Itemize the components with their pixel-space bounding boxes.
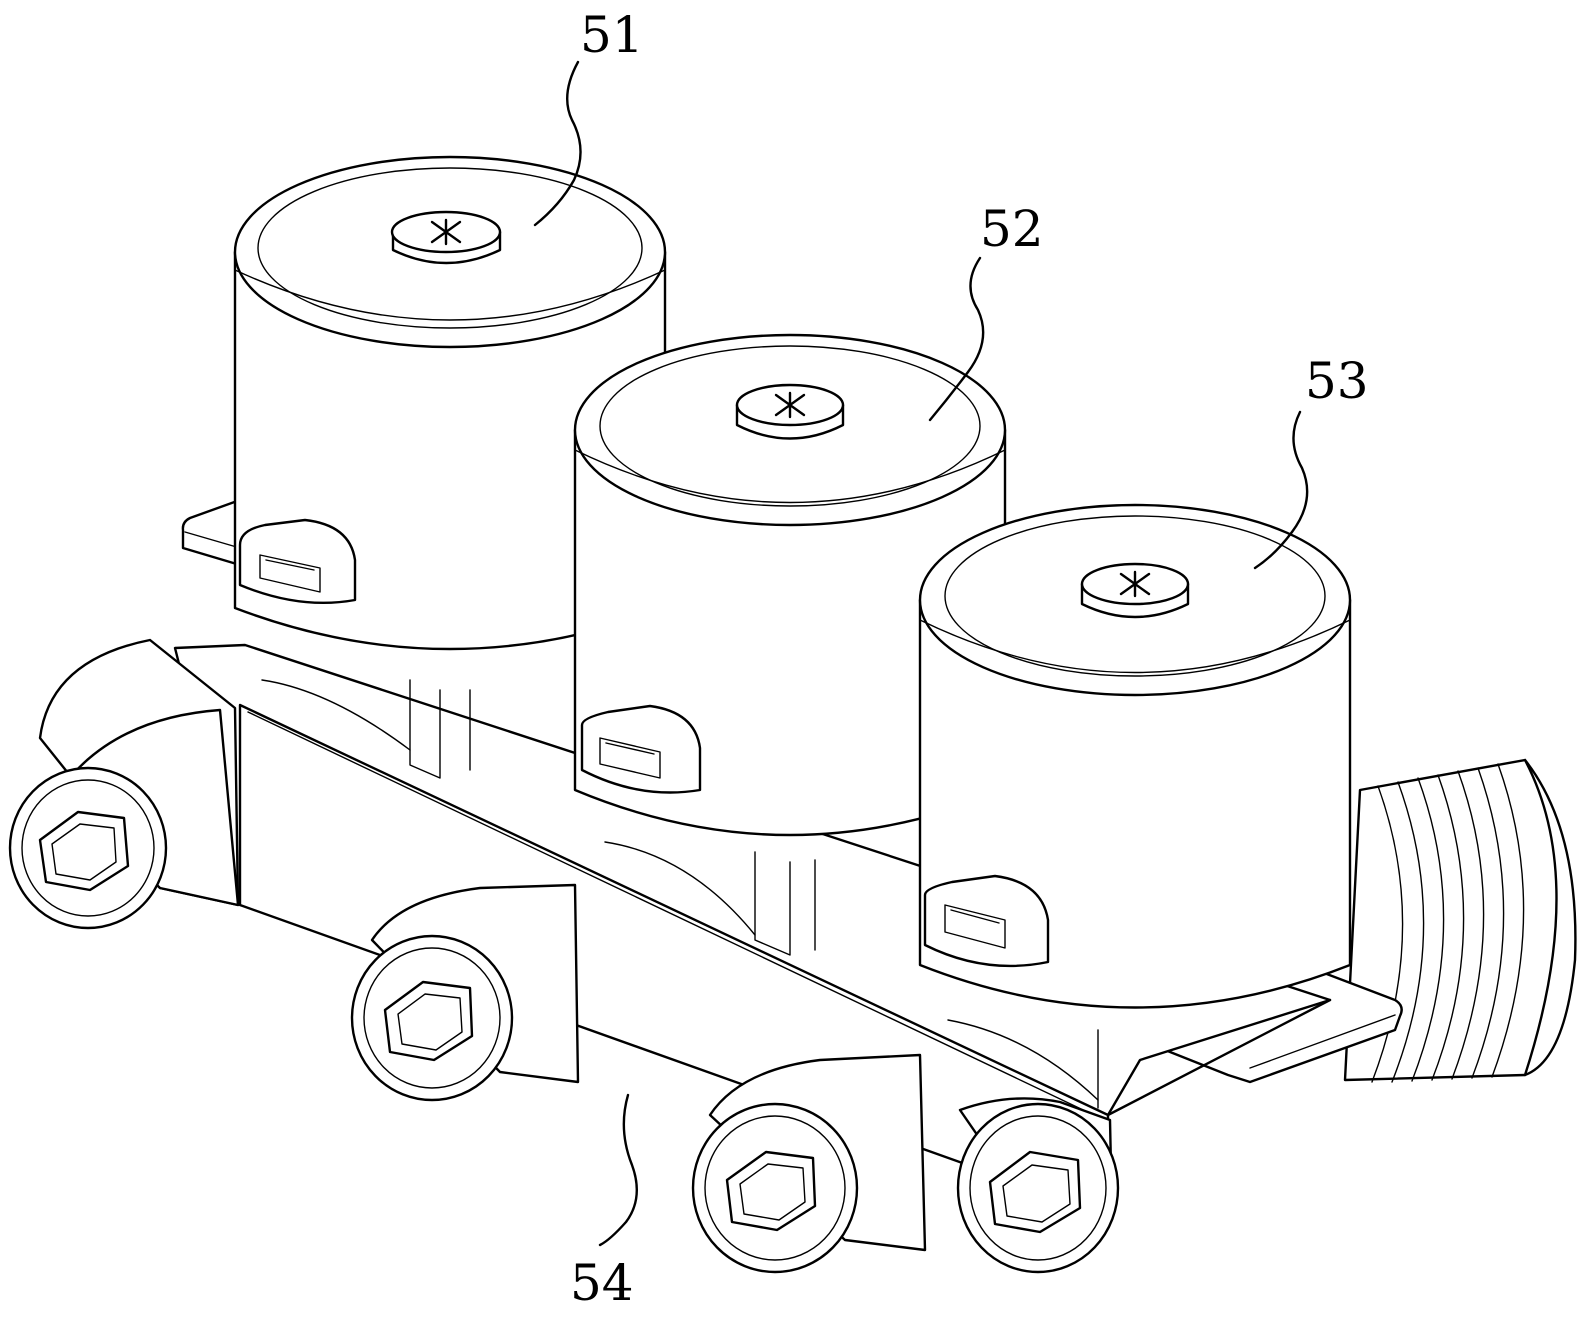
solenoid-valve-53 bbox=[918, 503, 1352, 1009]
label-52: 52 bbox=[980, 200, 1044, 258]
screw-head-icon bbox=[735, 383, 845, 440]
port-boss-right bbox=[691, 1053, 927, 1274]
label-53: 53 bbox=[1305, 352, 1369, 410]
terminal-tab-icon bbox=[238, 518, 357, 605]
leader-lines bbox=[533, 60, 1309, 1247]
solenoid-valve-52 bbox=[573, 333, 1007, 837]
port-boss-left bbox=[8, 638, 240, 930]
label-51: 51 bbox=[580, 6, 644, 64]
reference-labels: 51 52 53 54 bbox=[570, 6, 1369, 1312]
threaded-fitting bbox=[1343, 758, 1577, 1083]
label-54: 54 bbox=[570, 1254, 634, 1312]
mounting-plate bbox=[181, 498, 1403, 1084]
terminal-tab-icon bbox=[923, 874, 1050, 968]
port-boss-front bbox=[956, 1097, 1120, 1274]
port-boss-mid bbox=[350, 883, 580, 1102]
screw-head-icon bbox=[390, 210, 502, 265]
screw-head-icon bbox=[1080, 562, 1190, 619]
terminal-tab-icon bbox=[580, 704, 702, 794]
